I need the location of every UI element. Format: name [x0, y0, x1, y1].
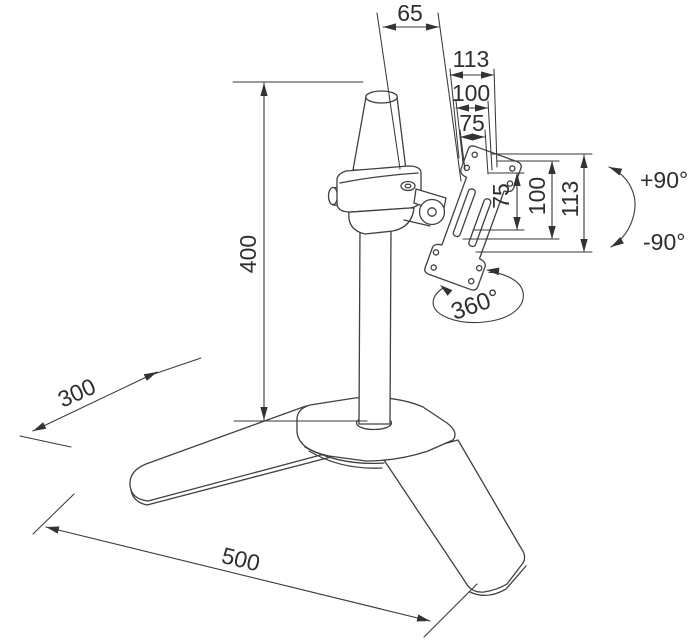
vesa-hole: [430, 264, 437, 271]
tilt-arc-arrow: [608, 166, 636, 248]
vesa-hole: [506, 180, 514, 187]
pole-top-cap: [365, 90, 398, 104]
dim-plate-width-100: 100: [452, 80, 493, 171]
dim-plate-height-100: 100: [462, 160, 560, 240]
swivel-loop-arrow: [432, 271, 524, 323]
base-right-leg: [383, 439, 526, 593]
vesa-hole: [471, 151, 478, 159]
tilt-rotation-annotation: +90° -90°: [608, 166, 688, 255]
dim-label-113-right: 113: [557, 181, 583, 218]
vesa-slot-left: [452, 188, 476, 238]
dim-label-75-right: 75: [488, 183, 514, 209]
base-plate-step-line-2: [308, 450, 383, 469]
clamp-top-screw: [400, 180, 416, 192]
clamp-knob-cap: [327, 186, 339, 206]
dim-arm-offset-65: 65: [376, 0, 462, 182]
dim-label-113-top: 113: [453, 46, 490, 72]
dim-base-depth-300: 300: [19, 357, 202, 448]
base-left-leg-thickness: [130, 456, 332, 506]
clamp-collar-top-edge: [339, 172, 419, 184]
vesa-hole: [475, 264, 483, 272]
vesa-hole: [509, 165, 516, 172]
clamp-saddle: [348, 207, 415, 235]
vesa-slot-right: [468, 198, 492, 248]
base-right-leg-thickness: [469, 565, 527, 596]
dim-pole-height-400: 400: [232, 81, 368, 422]
vesa-plate-outline: [424, 145, 522, 291]
clamp-top-screw-slot: [404, 183, 412, 189]
base-plate-step-line-1: [304, 446, 385, 465]
swivel-arrowhead-left: [440, 285, 453, 296]
pole: [358, 227, 392, 425]
dim-label-300: 300: [54, 373, 100, 413]
tilt-pivot-hole: [427, 207, 437, 217]
vesa-hole: [432, 249, 440, 256]
dim-plate-width-113: 113: [449, 46, 498, 168]
dim-base-width-500: 500: [32, 493, 478, 638]
dim-label-75-top: 75: [459, 110, 485, 136]
vesa-plate: [424, 145, 522, 291]
base-left-leg: [129, 405, 333, 502]
dim-plate-height-113: 113: [475, 153, 593, 253]
stand-pole: [352, 90, 407, 425]
stand-base: [129, 396, 527, 596]
tilt-down-label: -90°: [643, 229, 685, 255]
tilt-arm-lower-edge: [403, 219, 431, 227]
dim-label-65: 65: [397, 0, 423, 26]
tilt-up-label: +90°: [640, 167, 688, 193]
dim-label-100-right: 100: [524, 177, 550, 215]
dim-plate-height-75: 75: [472, 172, 525, 231]
dim-label-400: 400: [235, 235, 261, 273]
pole-clamp-assembly: [327, 165, 447, 235]
swivel-label: 360°: [448, 284, 504, 326]
swivel-arrowhead-top: [486, 267, 500, 276]
vesa-hole: [468, 277, 475, 285]
dim-plate-width-75: 75: [459, 110, 489, 175]
dim-label-100-top: 100: [452, 80, 490, 106]
